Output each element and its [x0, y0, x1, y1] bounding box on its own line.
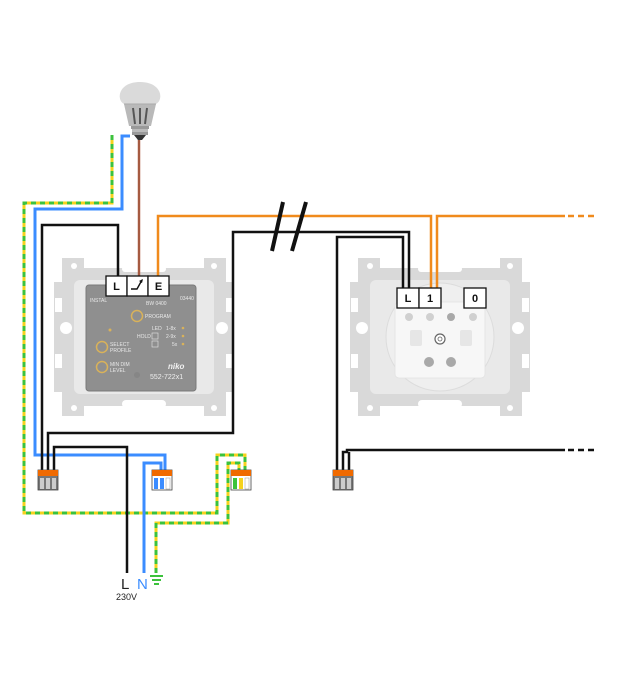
led-blink-1: 1-8x [166, 326, 176, 332]
supply-live-label: L [121, 576, 129, 593]
extension-return-wire [341, 448, 565, 478]
screw-hole-icon [447, 313, 455, 321]
terminal-1 [418, 287, 442, 309]
center-indicator-icon [434, 333, 446, 345]
dimmer-small-text-right: 03440 [180, 296, 194, 302]
led-dot-icon [181, 334, 185, 338]
connector-earth [230, 469, 252, 491]
status-led-icon [108, 328, 112, 332]
supply-voltage-label: 230V [116, 592, 137, 602]
live-wire-extension-L [46, 230, 411, 478]
screw-icon [469, 313, 477, 321]
brand-logo: niko [168, 362, 185, 371]
earth-wire-left-loop [22, 135, 247, 515]
led-dot-icon [181, 326, 185, 330]
dimmer-small-text-mid: BW 0400 [146, 301, 167, 307]
cable-break-marker [270, 201, 308, 252]
program-button[interactable] [130, 309, 144, 323]
connector-extension [332, 469, 354, 491]
terminal-0 [463, 287, 487, 309]
light-bulb-icon [119, 82, 161, 140]
min-dim-level-button[interactable] [95, 360, 109, 374]
connector-live-left [37, 469, 59, 491]
terminal-0-label: 0 [472, 293, 478, 305]
hold-label: HOLD [137, 334, 151, 340]
dimmer-output-arrow-icon [131, 279, 143, 290]
live-wire-supply [52, 445, 129, 573]
earth-ground-icon [150, 575, 163, 585]
screw-icon [134, 372, 140, 378]
select-profile-label-1: SELECT [110, 342, 129, 348]
product-reference: 552-722x1 [150, 374, 183, 381]
supply-neutral-label: N [137, 576, 148, 593]
connector-neutral [151, 469, 173, 491]
dimmer-small-text-left: INSTAL [90, 298, 107, 304]
push-twice-icon [151, 340, 159, 348]
led-blink-2: 2-9x [166, 334, 176, 340]
travel-wire-continuation [435, 214, 565, 288]
terminal-L-label: L [113, 281, 120, 293]
extension-live-loop [335, 235, 405, 478]
terminal-E [147, 275, 170, 297]
led-label: LED [152, 326, 162, 332]
screw-icon [405, 313, 413, 321]
led-blink-3: 5x [172, 342, 178, 348]
terminal-L-label: L [405, 293, 412, 305]
led-dot-icon [181, 342, 185, 346]
min-dim-label-1: MIN DIM [110, 362, 130, 368]
terminal-E-label: E [155, 281, 162, 293]
dimmer-module: INSTAL BW 0400 03440 PROGRAM SELECT PROF… [85, 284, 197, 392]
dimmer-terminal-block: L E [105, 275, 170, 297]
select-profile-label-2: PROFILE [110, 348, 132, 354]
terminal-1-label: 1 [427, 293, 433, 305]
earth-wire-supply [154, 461, 241, 573]
terminal-load [126, 275, 149, 297]
min-dim-label-2: LEVEL [110, 368, 126, 374]
program-label: PROGRAM [145, 314, 171, 320]
travel-wire [156, 214, 433, 288]
screw-icon [426, 313, 434, 321]
extension-module [385, 282, 495, 392]
select-profile-button[interactable] [95, 340, 109, 354]
neutral-wire-lamp [33, 134, 167, 478]
live-wire-dimmer-L [40, 223, 120, 478]
push-icon [151, 332, 159, 340]
extension-terminal-block: L 1 0 [396, 287, 487, 309]
